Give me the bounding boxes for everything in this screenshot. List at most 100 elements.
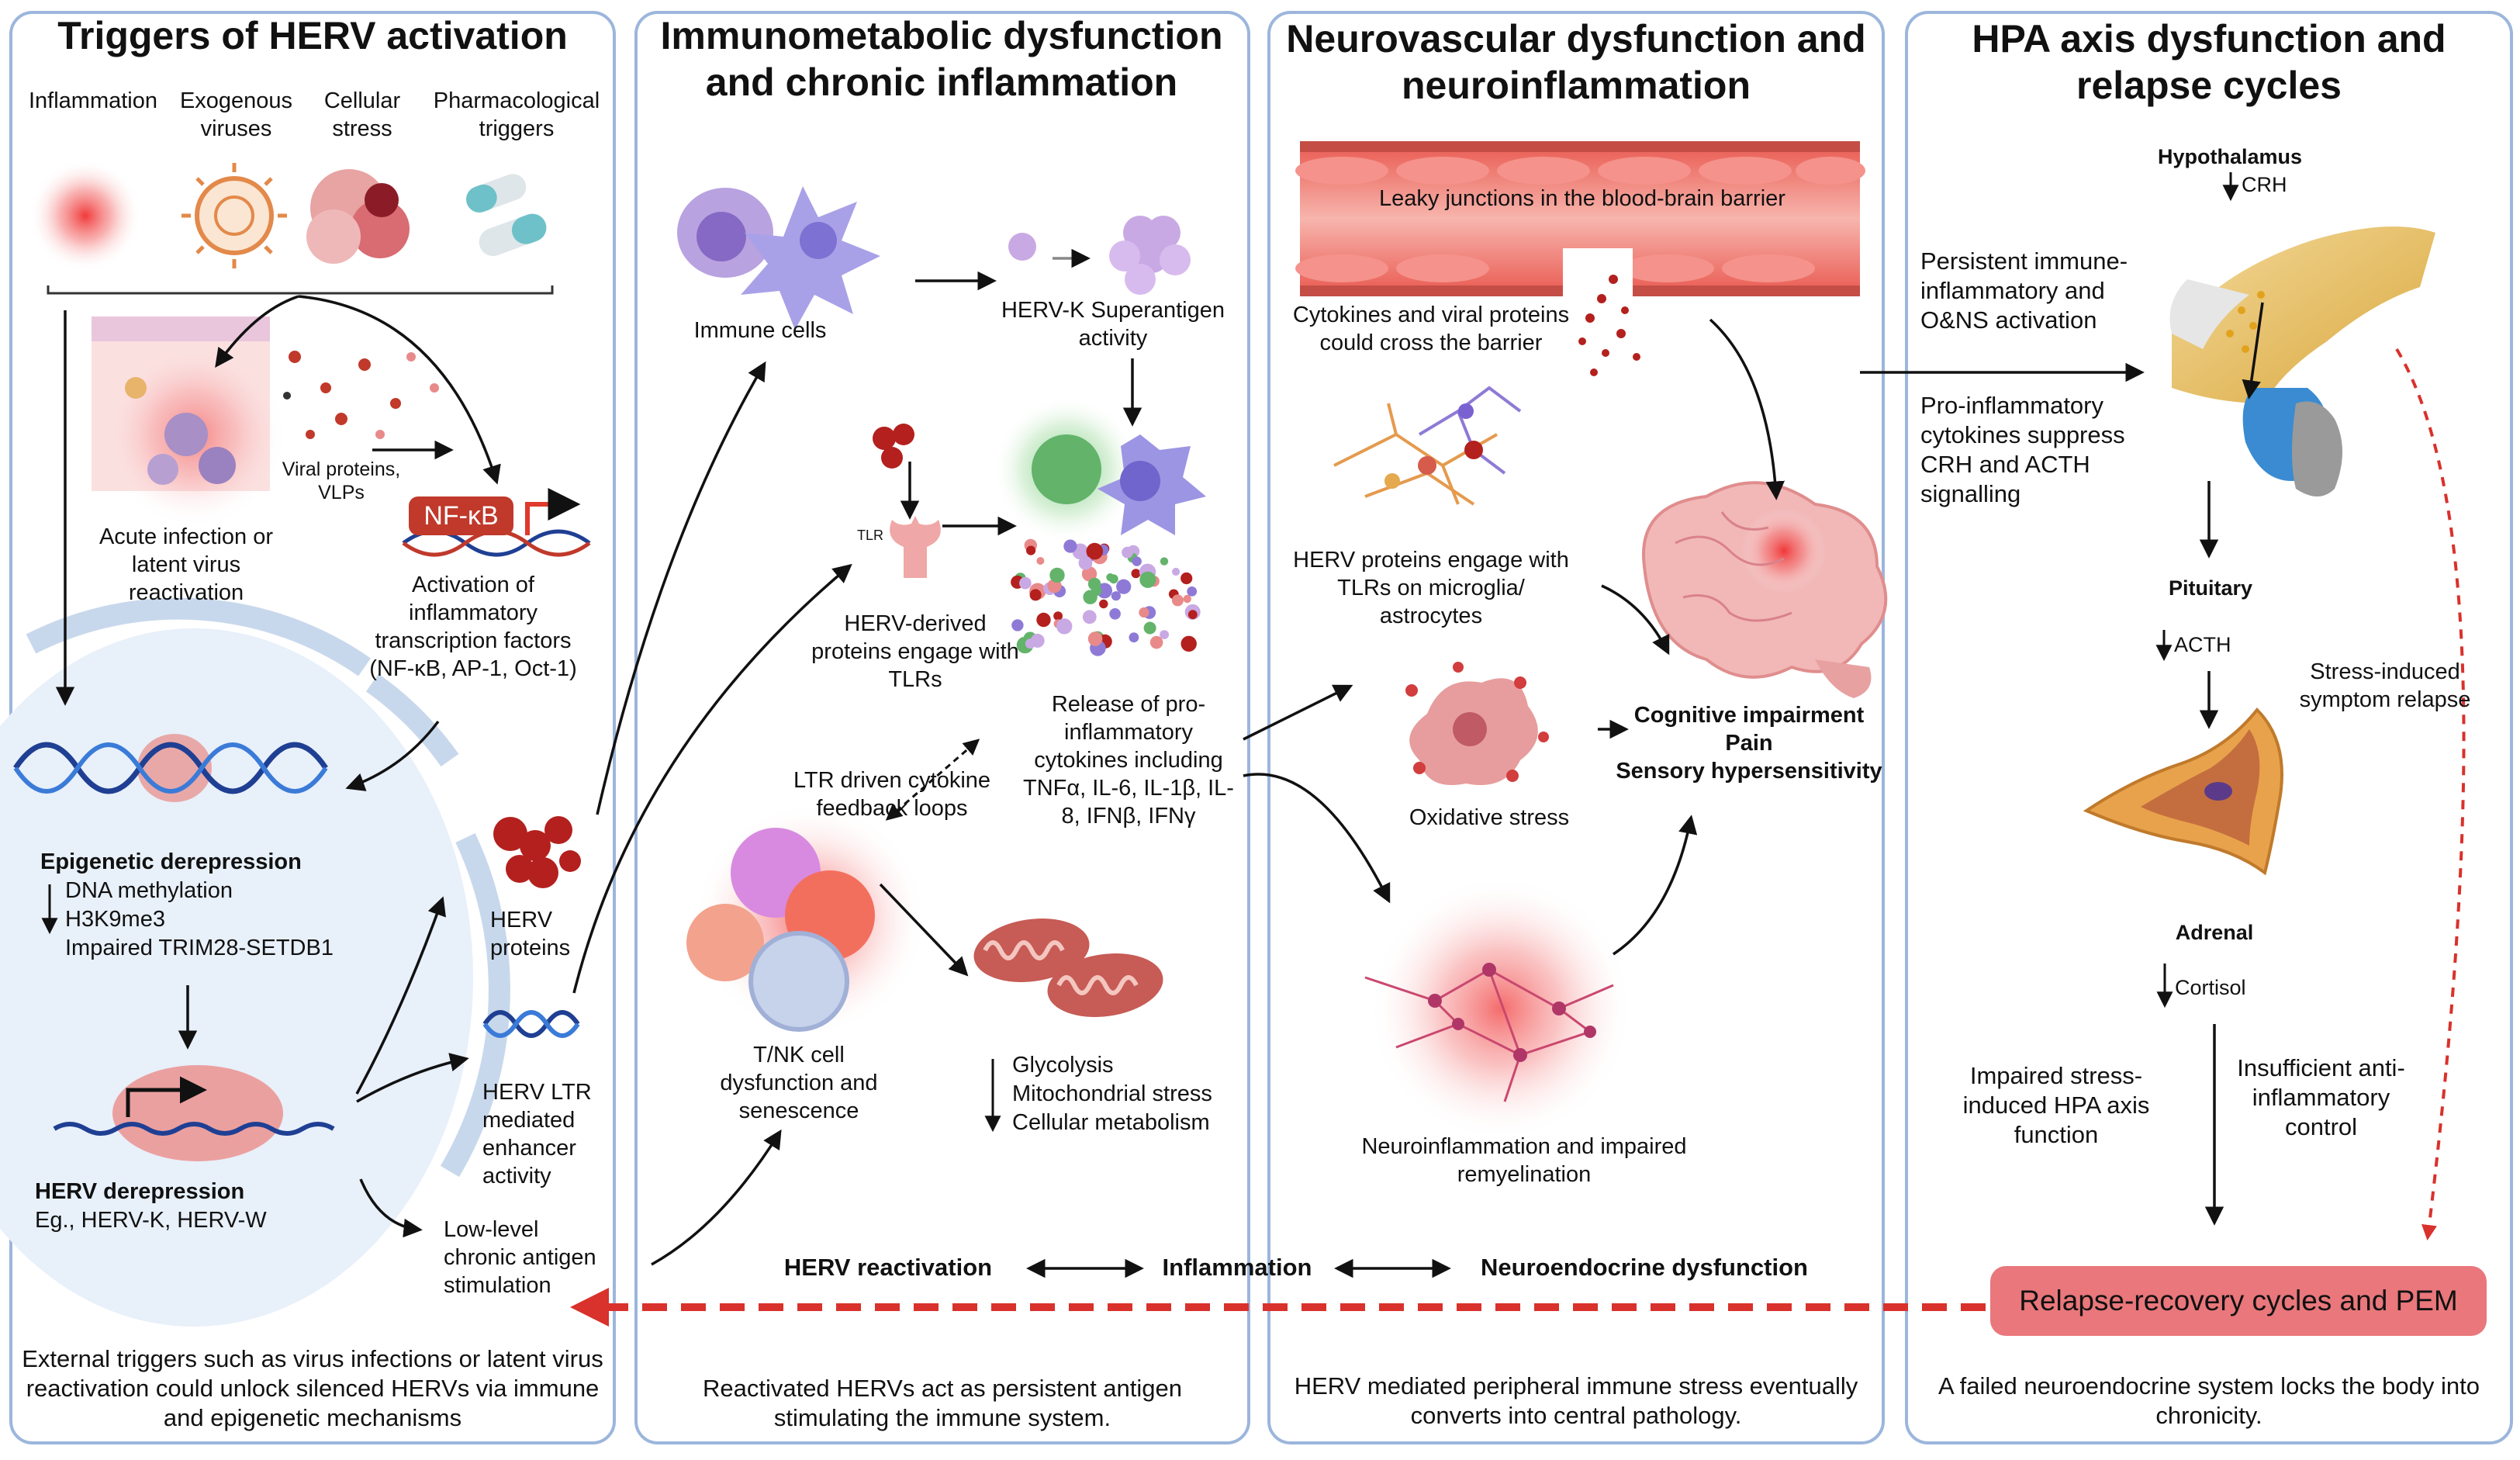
- cytokine-dot: [1049, 567, 1065, 583]
- cytokine-dots-scatter: [1011, 538, 1201, 656]
- immune-cells-icon: [677, 186, 880, 330]
- panel-2-title: Immunometabolic dysfunction and chronic …: [660, 14, 1223, 104]
- cytokine-dot: [1081, 566, 1098, 582]
- cytokine-dot: [1143, 621, 1156, 635]
- cytokine-dot: [1116, 579, 1132, 594]
- trigger-label-pharma: Pharmacological triggers: [433, 88, 600, 141]
- inflammation-glow: [29, 160, 141, 272]
- panel-4-border: [1905, 11, 2513, 1444]
- viral-particles-scatter: [283, 351, 439, 439]
- relapse-cycles-label: Relapse-recovery cycles and PEM: [2019, 1285, 2458, 1316]
- herv-ltr-label: HERV LTR mediated enhancer activity: [482, 1080, 592, 1188]
- cognitive-impairment-label: Cognitive impairment: [1633, 703, 1865, 728]
- superantigen-cells-icon: [1008, 216, 1191, 295]
- epigenetic-item-1: DNA methylation: [65, 878, 233, 903]
- chromatin-dna-icon: [13, 734, 328, 802]
- cytokine-dot: [1099, 599, 1108, 609]
- herv-gene-icon: [53, 1065, 335, 1161]
- cytokine-dot: [1026, 545, 1036, 555]
- panel-1-footer: External triggers such as virus infectio…: [22, 1345, 603, 1431]
- chain-inflammation: Inflammation: [1162, 1254, 1312, 1281]
- cytokine-dot: [1132, 556, 1142, 566]
- cytokine-dot: [1160, 557, 1169, 566]
- nfkb-badge-label: NF-κB: [423, 501, 499, 531]
- adrenal-gland-icon: [2083, 708, 2283, 876]
- herv-microglia-label: HERV proteins engage with TLRs on microg…: [1293, 548, 1569, 628]
- relapse-cycles-box: Relapse-recovery cycles and PEM: [1990, 1266, 2487, 1336]
- panel-2-border: [634, 11, 1250, 1444]
- cytokine-dot: [1109, 608, 1121, 620]
- nfkb-badge: [409, 496, 513, 535]
- relapse-dashed-curve-arrow: [2395, 348, 2466, 1240]
- herv-proteins-label: HERV proteins: [490, 908, 571, 960]
- crh-label: CRH: [2242, 173, 2287, 196]
- cytokine-dot: [1183, 594, 1191, 604]
- tlr-tag: TLR: [857, 528, 884, 543]
- cytokine-dot: [1087, 631, 1103, 646]
- cytokine-dot: [1106, 573, 1115, 582]
- panel-3-title: Neurovascular dysfunction and neuroinfla…: [1286, 17, 1866, 107]
- blood-vessel-bbb: [1295, 141, 1865, 296]
- cytokine-dot: [1171, 594, 1184, 607]
- herv-tlrs-label: HERV-derived proteins engage with TLRs: [811, 611, 1019, 692]
- cortisol-label: Cortisol: [2175, 976, 2246, 999]
- cytokine-dot: [1056, 618, 1073, 635]
- cytokine-dot: [1122, 546, 1133, 559]
- cytokine-dot: [1172, 567, 1180, 576]
- herv-derepression-eg: Eg., HERV-K, HERV-W: [35, 1208, 267, 1233]
- low-level-antigen-label: Low-level chronic antigen stimulation: [444, 1217, 596, 1298]
- epigenetic-item-2: H3K9me3: [65, 907, 165, 932]
- acute-infection-label: Acute infection or latent virus reactiva…: [99, 524, 274, 605]
- leaking-cytokines-scatter: [1578, 275, 1640, 376]
- cytokines-release-label: Release of pro-inflammatory cytokines in…: [1023, 692, 1234, 829]
- cytokine-dot: [1131, 569, 1141, 579]
- pill-capsules-icon: [466, 174, 547, 257]
- cytokine-dot: [1019, 576, 1032, 590]
- cytokine-dot: [1180, 635, 1197, 652]
- cytokine-dot: [1097, 583, 1112, 599]
- cytokine-dot: [1086, 542, 1104, 560]
- pituitary-label: Pituitary: [2168, 576, 2253, 600]
- metabolism-item-3: Cellular metabolism: [1012, 1110, 1210, 1135]
- cytokine-dot: [1078, 555, 1093, 570]
- cytokine-dot: [1083, 590, 1098, 604]
- cytokine-dot: [1187, 586, 1198, 597]
- neuroinflammation-label: Neuroinflammation and impaired remyelina…: [1361, 1134, 1687, 1187]
- cytokine-dot: [1129, 632, 1139, 643]
- cytokine-dot: [1036, 612, 1051, 628]
- insufficient-control-label: Insufficient anti-inflammatory control: [2237, 1054, 2405, 1140]
- panel-3-footer: HERV mediated peripheral immune stress e…: [1294, 1372, 1858, 1429]
- cytokine-dot: [1029, 589, 1042, 601]
- activated-cell-purple: [1098, 434, 1206, 535]
- herv-protein-small-icon: [873, 424, 914, 469]
- cytokine-dot: [1139, 571, 1156, 588]
- chain-herv-reactivation: HERV reactivation: [783, 1254, 993, 1281]
- activated-cell-green: [1032, 434, 1101, 504]
- cytokine-dot: [1187, 610, 1198, 620]
- oxidative-stress-cell-icon: [1405, 662, 1549, 785]
- cytokine-dot: [1030, 633, 1045, 648]
- cytokine-dot: [1053, 611, 1063, 621]
- t-nk-cell-cluster-icon: [686, 803, 927, 1036]
- superantigen-label: HERV-K Superantigen activity: [1001, 298, 1225, 351]
- ltr-loops-label: LTR driven cytokine feedback loops: [793, 768, 991, 821]
- stressed-cell-cluster-icon: [306, 169, 410, 264]
- microglia-astrocytes-icon: [1333, 386, 1522, 506]
- cytokine-dot: [1011, 619, 1024, 631]
- viral-proteins-label: Viral proteins, VLPs: [282, 458, 401, 503]
- herv-derepression-title: HERV derepression: [35, 1179, 245, 1204]
- stress-relapse-label: Stress-induced symptom relapse: [2299, 659, 2471, 712]
- tissue-infection-illustration: [92, 317, 287, 528]
- trigger-label-viruses: Exogenous viruses: [179, 88, 293, 141]
- cytokine-dot: [1139, 607, 1149, 618]
- sensory-hypersensitivity-label: Sensory hypersensitivity: [1616, 759, 1882, 784]
- pain-label: Pain: [1725, 731, 1773, 756]
- metabolism-item-1: Glycolysis: [1012, 1053, 1114, 1078]
- small-suppression-arrows: [41, 172, 2239, 1133]
- flow-arrows: [55, 248, 2264, 1266]
- oxidative-stress-label: Oxidative stress: [1409, 805, 1570, 830]
- cytokine-dot: [1087, 577, 1101, 590]
- herv-protein-cluster-icon: [493, 816, 581, 888]
- panel-borders: [9, 11, 2513, 1444]
- acth-label: ACTH: [2174, 633, 2231, 656]
